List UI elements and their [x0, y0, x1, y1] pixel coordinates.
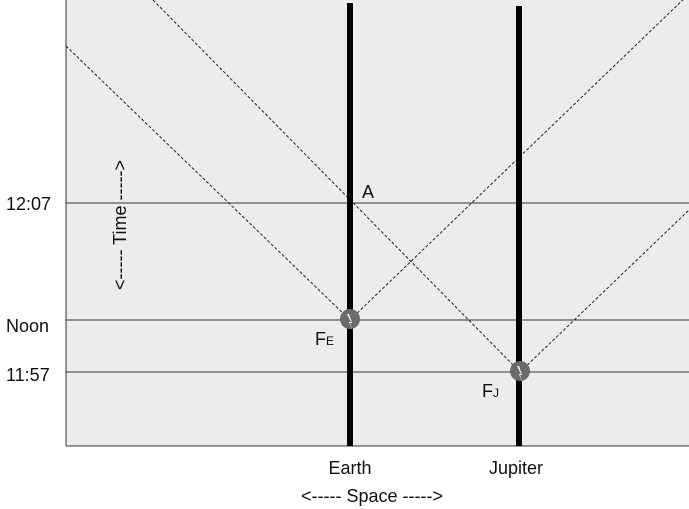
time-label-1207: 12:07 — [6, 194, 51, 214]
flash-icon — [510, 361, 530, 384]
time-label-1157: 11:57 — [6, 365, 50, 385]
time-label-noon: Noon — [6, 316, 49, 336]
event-label-fe-sub: E — [326, 334, 334, 348]
plot-area — [66, 0, 689, 446]
light-ray-into-fj — [152, 0, 521, 373]
event-label-fj-sub: J — [493, 386, 499, 400]
time-axis-label: <----- Time -----> — [110, 160, 130, 290]
jupiter-label: Jupiter — [489, 458, 543, 478]
event-label-fj: FJ — [482, 381, 499, 401]
event-label-a: A — [362, 182, 374, 202]
event-label-fe-main: F — [315, 329, 326, 349]
flash-icon — [340, 309, 360, 332]
event-label-fe: FE — [315, 329, 334, 349]
earth-label: Earth — [328, 458, 371, 478]
event-label-fj-main: F — [482, 381, 493, 401]
space-axis-label: <----- Space -----> — [301, 486, 443, 506]
light-ray-into-fe — [65, 45, 351, 321]
light-ray-from-fj — [519, 209, 689, 373]
